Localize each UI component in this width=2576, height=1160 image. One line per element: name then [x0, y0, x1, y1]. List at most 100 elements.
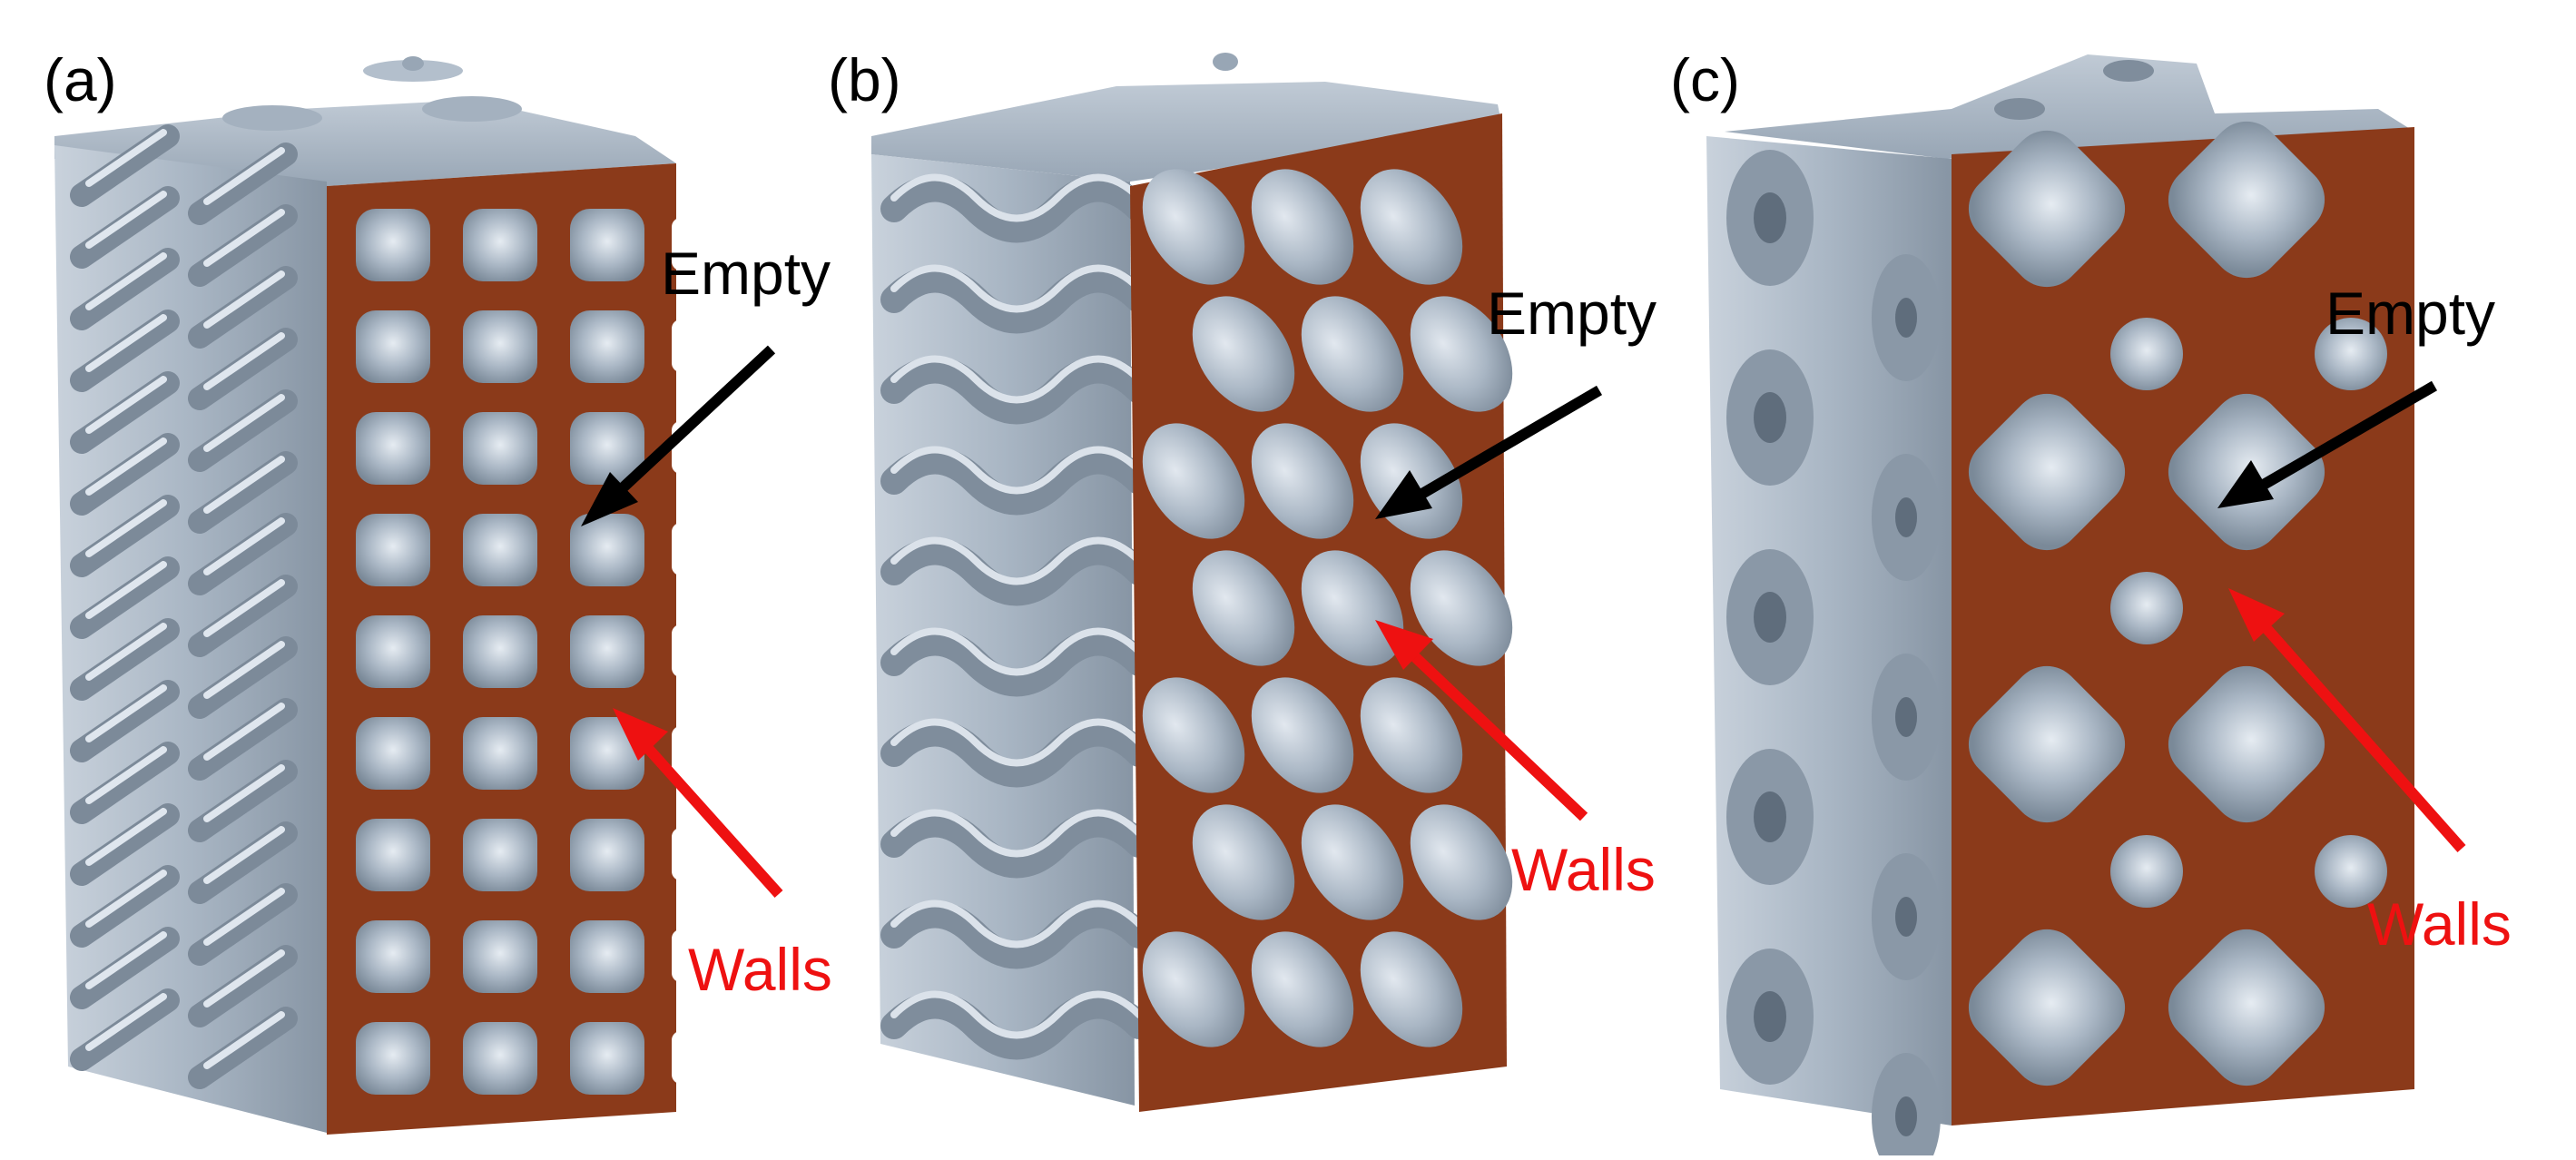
panel-a-edge-notch	[672, 1031, 690, 1084]
panel-b-empty-cell	[1192, 804, 1295, 920]
panel-c-small-pore	[2315, 318, 2387, 390]
panel-a-lattice	[54, 56, 690, 1135]
panel-c-empty-cell	[2168, 121, 2325, 279]
panel-a-edge-notch	[672, 828, 690, 880]
panel-b-wave	[880, 719, 1153, 788]
panel-a-channel-highlight	[203, 826, 285, 884]
panel-b-wave-highlight	[890, 718, 1143, 767]
panel-a-empty-cell	[463, 615, 537, 688]
panel-a-channel	[188, 328, 298, 410]
panel-b-empty-cells	[1142, 169, 1513, 1047]
panel-c-small-pore	[2110, 835, 2183, 908]
panel-a-empty-cell	[356, 819, 430, 891]
panel-a-empty-cell	[356, 412, 430, 485]
panel-b-wave-highlight	[890, 990, 1143, 1039]
panel-b-empty-cell	[1301, 296, 1404, 412]
panel-a-channel	[188, 821, 298, 904]
panel-a-channel	[70, 556, 180, 639]
panel-a-channel-highlight	[85, 376, 167, 434]
panel-b-wave	[880, 810, 1153, 879]
panel-a-empty-cell	[356, 514, 430, 586]
panel-b-empty-cell	[1360, 931, 1463, 1047]
panel-a-channel-highlight	[85, 191, 167, 249]
panel-b-wave	[880, 991, 1153, 1060]
panel-a-channel-highlight	[203, 394, 285, 452]
panel-a-empty-cell	[356, 615, 430, 688]
panel-c-empty-cell	[1968, 929, 2126, 1086]
panel-a-diagonal-channels	[70, 124, 298, 1089]
panel-b-empty-cell	[1301, 550, 1404, 666]
panel-b-wave	[880, 900, 1153, 969]
panel-a-channel-highlight	[85, 129, 167, 187]
panel-a-empty-cell	[463, 310, 537, 383]
panel-a-channel	[188, 883, 298, 966]
panel-c-side-nodes	[1726, 150, 1941, 1160]
panel-b-wave	[880, 265, 1153, 334]
panel-a-channel-highlight	[85, 993, 167, 1051]
panel-a-channel	[70, 371, 180, 454]
panel-a-channel	[70, 433, 180, 516]
panel-a-channel-highlight	[85, 623, 167, 681]
panel-a-label: (a)	[44, 46, 117, 113]
panel-a-channel-highlight	[85, 931, 167, 989]
panel-a-channel	[70, 310, 180, 392]
panel-a-channel-highlight	[203, 332, 285, 390]
panel-a-channel-highlight	[203, 456, 285, 514]
panel-a-channel	[188, 451, 298, 534]
panel-a-channel	[70, 927, 180, 1009]
panel-c-empty-label: Empty	[2325, 280, 2496, 347]
panel-b-wave	[880, 537, 1153, 606]
panel-b-walls-label: Walls	[1511, 836, 1656, 903]
panel-c-empty-arrow	[2217, 380, 2438, 508]
panel-b-empty-cell	[1251, 423, 1354, 539]
panel-c-side-hole	[1754, 991, 1786, 1042]
panel-a-channel-highlight	[85, 252, 167, 310]
panel-a-channel-highlight	[203, 1011, 285, 1069]
panel-a-walls-arrow	[613, 708, 783, 899]
panel-b-walls-arrow	[1375, 620, 1588, 821]
panel-a-empty-cell	[463, 514, 537, 586]
panel-a-channel-highlight	[85, 437, 167, 496]
panel-b-lattice	[871, 53, 1513, 1112]
panel-c-walls-arrow	[2228, 588, 2466, 852]
panel-a-channel-highlight	[203, 270, 285, 329]
panel-c-side-hole	[1754, 392, 1786, 443]
panel-a-empty-cells	[356, 209, 690, 1095]
panel-a-walls-label: Walls	[688, 936, 832, 1003]
panel-a-channel	[70, 124, 180, 207]
panel-a-empty-cell	[463, 209, 537, 281]
panel-a-channel	[70, 186, 180, 269]
panel-c-side-hole	[1754, 192, 1786, 243]
panel-b-wave-highlight	[890, 536, 1143, 585]
panel-a-channel-highlight	[85, 314, 167, 372]
panel-a-channel-highlight	[85, 746, 167, 804]
panel-a-channel	[70, 618, 180, 701]
panel-a-empty-label: Empty	[661, 240, 831, 307]
panel-a-channel	[70, 680, 180, 762]
panel-a-empty-cell	[570, 310, 644, 383]
panel-c-side-hole	[1754, 791, 1786, 842]
panel-b-wave-highlight	[890, 446, 1143, 495]
panel-b-wave-highlight	[890, 264, 1143, 313]
panel-a-channel-highlight	[203, 579, 285, 637]
panel-a-channel-highlight	[85, 499, 167, 557]
panel-b-empty-cell	[1360, 169, 1463, 285]
panel-a-empty-cell	[570, 819, 644, 891]
panel-a-empty-cell	[463, 412, 537, 485]
panel-c-side-hole	[1895, 497, 1917, 537]
panel-c-small-pore	[2110, 572, 2183, 644]
panel-a-empty-cell	[463, 1022, 537, 1095]
panel-a-channel	[188, 575, 298, 657]
panel-c-side-hole	[1895, 897, 1917, 937]
panel-a-channel-highlight	[203, 764, 285, 822]
panel-a-channel-highlight	[85, 870, 167, 928]
panel-a-edge-notch	[672, 929, 690, 982]
panel-a-empty-cell	[570, 412, 644, 485]
panel-c-empty-cell	[1968, 665, 2126, 823]
panel-a-channel-highlight	[203, 147, 285, 205]
panel-a-edge-notch	[672, 523, 690, 575]
panel-a-empty-cell	[356, 310, 430, 383]
panel-c-empty-cell	[1968, 393, 2126, 551]
panel-c-side-hole	[1895, 298, 1917, 338]
panel-b-wave	[880, 628, 1153, 697]
